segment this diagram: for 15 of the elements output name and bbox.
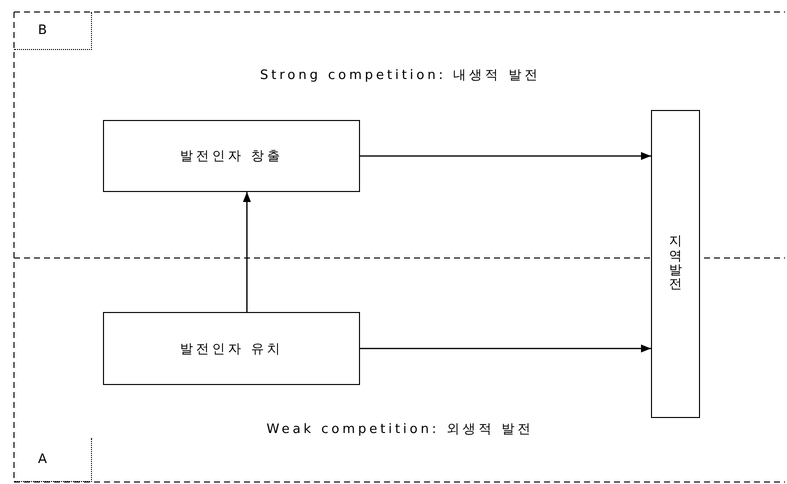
corner-label-box (14, 438, 92, 482)
node-label: A (38, 452, 47, 467)
node-label: 발전인자 창출 (180, 148, 284, 165)
process-box (103, 312, 360, 385)
arrow (360, 152, 651, 160)
process-box (103, 120, 360, 192)
process-box (651, 110, 700, 418)
node-label: 지역발전 (669, 235, 682, 293)
arrow (242, 192, 251, 312)
node-label: B (38, 23, 47, 38)
node-label: 발전인자 유치 (180, 340, 284, 358)
arrow (360, 344, 651, 352)
heading-label: Strong competition: 내생적 발전 (260, 67, 540, 84)
corner-label-box (14, 12, 92, 50)
heading-label: Weak competition: 외생적 발전 (266, 421, 534, 438)
